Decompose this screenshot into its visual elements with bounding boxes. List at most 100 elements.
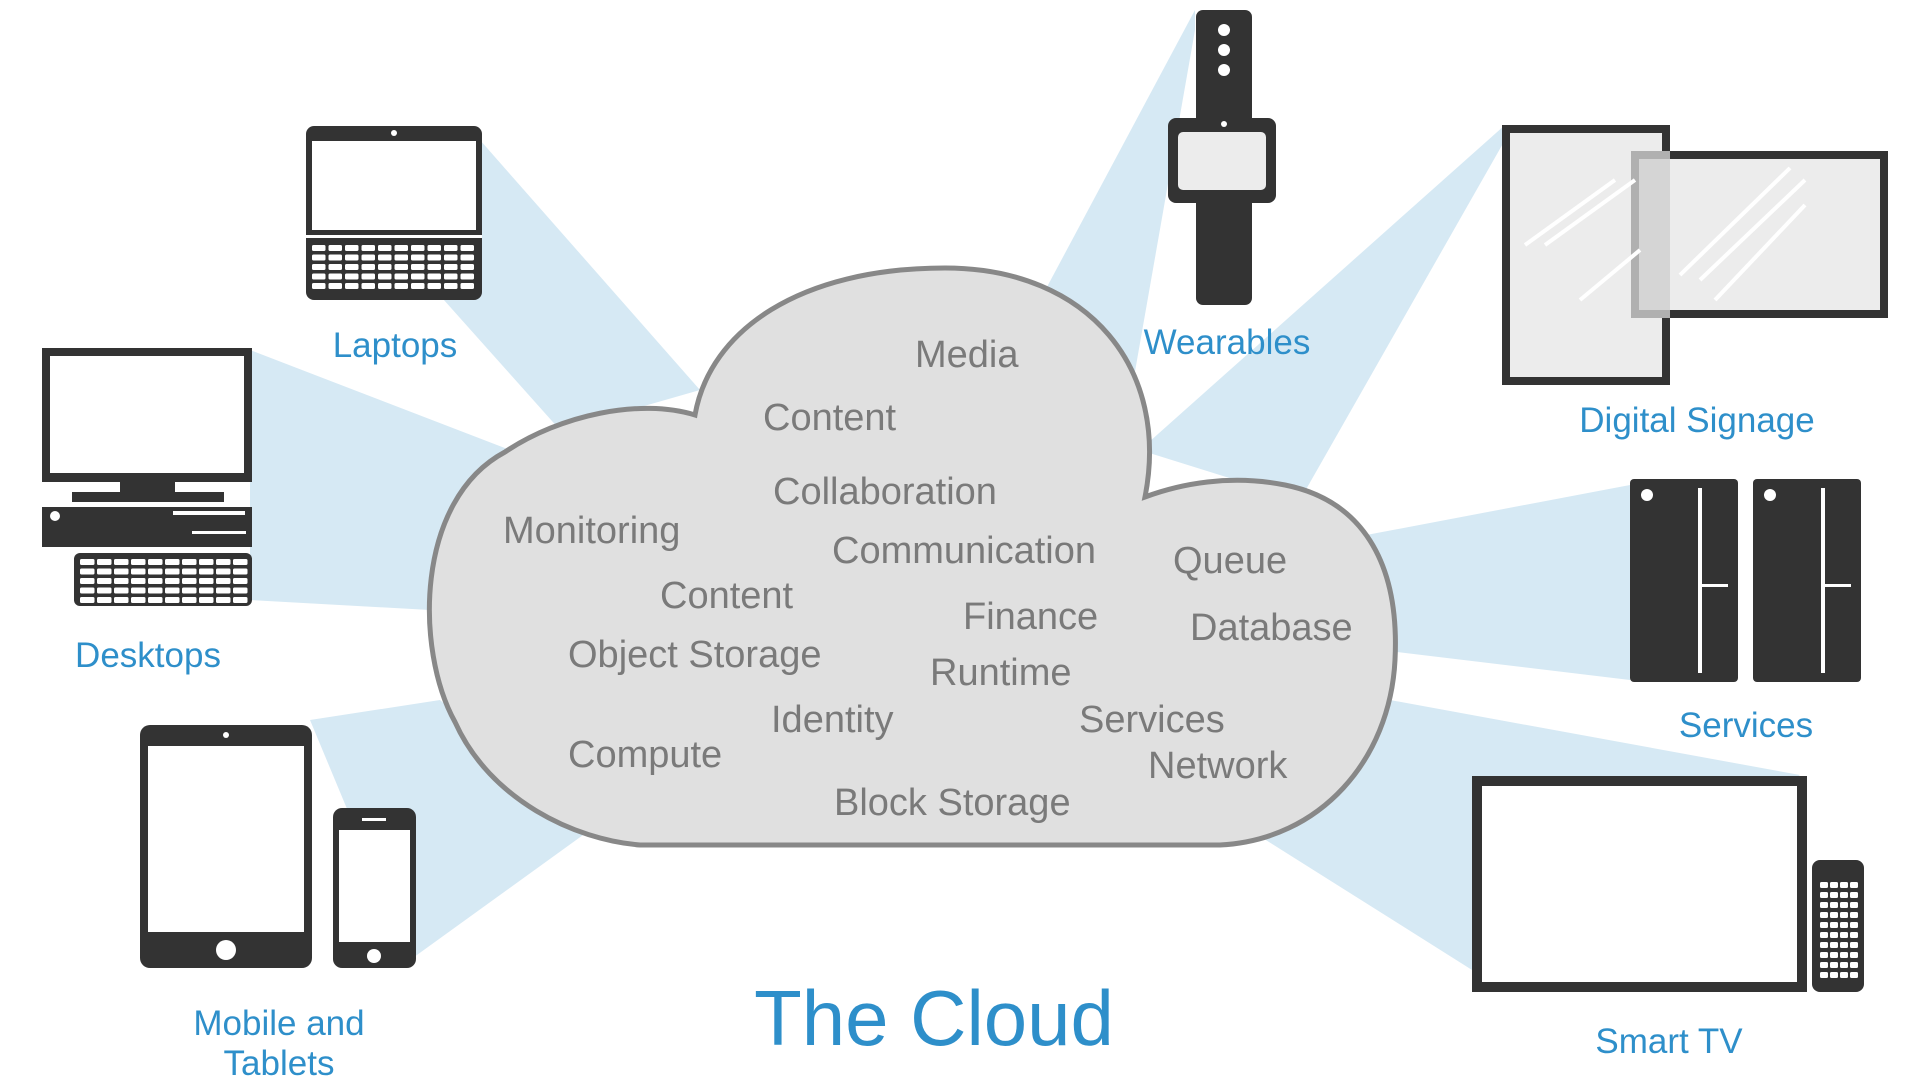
desktop-key <box>182 559 197 565</box>
laptop-key <box>460 273 474 280</box>
remote-key <box>1850 962 1858 968</box>
desktop-key <box>97 578 112 584</box>
desktop-key <box>199 568 214 575</box>
remote-key <box>1850 972 1858 978</box>
laptop-key <box>345 264 359 270</box>
laptop-key <box>312 264 326 270</box>
label-services: Services <box>1679 706 1813 745</box>
service-communication: Communication <box>832 530 1096 572</box>
laptop-key <box>460 254 474 261</box>
laptop-key <box>345 245 359 251</box>
remote-key <box>1830 942 1838 948</box>
laptop-key <box>427 283 441 289</box>
remote-key <box>1830 902 1838 908</box>
laptop-key <box>345 283 359 289</box>
beam-mobile <box>310 700 590 960</box>
service-object-storage: Object Storage <box>568 634 821 676</box>
laptop-key <box>444 273 458 280</box>
remote-key <box>1820 932 1828 938</box>
desktop-key <box>233 568 248 575</box>
beam-wearables <box>1040 10 1195 400</box>
laptop-key <box>361 264 375 270</box>
cloud-services: Media Content Collaboration Monitoring C… <box>503 334 1353 824</box>
laptop-key <box>312 254 326 261</box>
phone-icon <box>333 808 416 968</box>
remote-key <box>1850 922 1858 928</box>
desktop-key <box>233 587 248 594</box>
laptop-key <box>345 254 359 261</box>
desktop-key <box>216 568 231 575</box>
digital-signage-icon <box>1502 125 1888 385</box>
desktop-key <box>131 568 146 575</box>
remote-key <box>1820 972 1828 978</box>
remote-key <box>1830 912 1838 918</box>
desktop-key <box>233 597 248 603</box>
desktop-key <box>148 568 163 575</box>
laptop-key <box>312 245 326 251</box>
device-labels: Laptops Desktops Mobile and Tablets Wear… <box>75 323 1815 1080</box>
laptop-key <box>361 245 375 251</box>
label-desktops: Desktops <box>75 636 221 675</box>
label-laptops: Laptops <box>333 326 458 365</box>
remote-key <box>1850 882 1858 888</box>
desktop-key <box>165 578 180 584</box>
desktop-key <box>131 587 146 594</box>
laptop-key <box>460 283 474 289</box>
desktop-key <box>80 597 95 603</box>
laptop-key <box>444 254 458 261</box>
remote-key <box>1840 882 1848 888</box>
laptop-key <box>328 245 342 251</box>
service-compute: Compute <box>568 734 722 776</box>
laptop-key <box>460 245 474 251</box>
laptop-key <box>444 283 458 289</box>
remote-key <box>1840 942 1848 948</box>
laptop-key <box>328 283 342 289</box>
laptop-key <box>411 254 425 261</box>
service-database: Database <box>1190 607 1353 649</box>
remote-key <box>1820 882 1828 888</box>
laptop-key <box>378 273 392 280</box>
service-content: Content <box>660 575 794 617</box>
remote-key <box>1820 892 1828 898</box>
diagram-title: The Cloud <box>754 974 1114 1062</box>
remote-key <box>1840 962 1848 968</box>
server-icon <box>1630 479 1861 682</box>
laptop-key <box>361 273 375 280</box>
remote-key <box>1840 892 1848 898</box>
remote-key <box>1830 972 1838 978</box>
desktop-key <box>216 587 231 594</box>
desktop-key <box>216 578 231 584</box>
remote-key <box>1840 902 1848 908</box>
label-mobile-line1: Mobile and <box>193 1004 364 1043</box>
desktop-key <box>114 578 129 584</box>
laptop-key <box>411 273 425 280</box>
desktop-key <box>216 559 231 565</box>
desktop-key <box>148 559 163 565</box>
laptop-key <box>444 264 458 270</box>
laptop-key <box>460 264 474 270</box>
desktop-key <box>97 587 112 594</box>
desktop-key <box>80 568 95 575</box>
laptop-key <box>312 273 326 280</box>
label-smart-tv: Smart TV <box>1595 1022 1743 1061</box>
desktop-key <box>97 559 112 565</box>
remote-key <box>1840 952 1848 958</box>
laptop-key <box>394 273 408 280</box>
laptop-key <box>328 264 342 270</box>
service-runtime: Runtime <box>930 652 1072 694</box>
desktop-key <box>233 578 248 584</box>
laptop-key <box>328 273 342 280</box>
remote-key <box>1830 962 1838 968</box>
service-monitoring: Monitoring <box>503 510 680 552</box>
tv-icon <box>1472 776 1807 992</box>
desktop-key <box>199 559 214 565</box>
watch-icon <box>1168 10 1276 305</box>
label-digital-signage: Digital Signage <box>1579 401 1814 440</box>
desktop-key <box>114 559 129 565</box>
laptop-key <box>345 273 359 280</box>
desktop-key <box>199 597 214 603</box>
desktop-key <box>114 597 129 603</box>
remote-key <box>1820 922 1828 928</box>
remote-key <box>1850 952 1858 958</box>
remote-key <box>1830 952 1838 958</box>
